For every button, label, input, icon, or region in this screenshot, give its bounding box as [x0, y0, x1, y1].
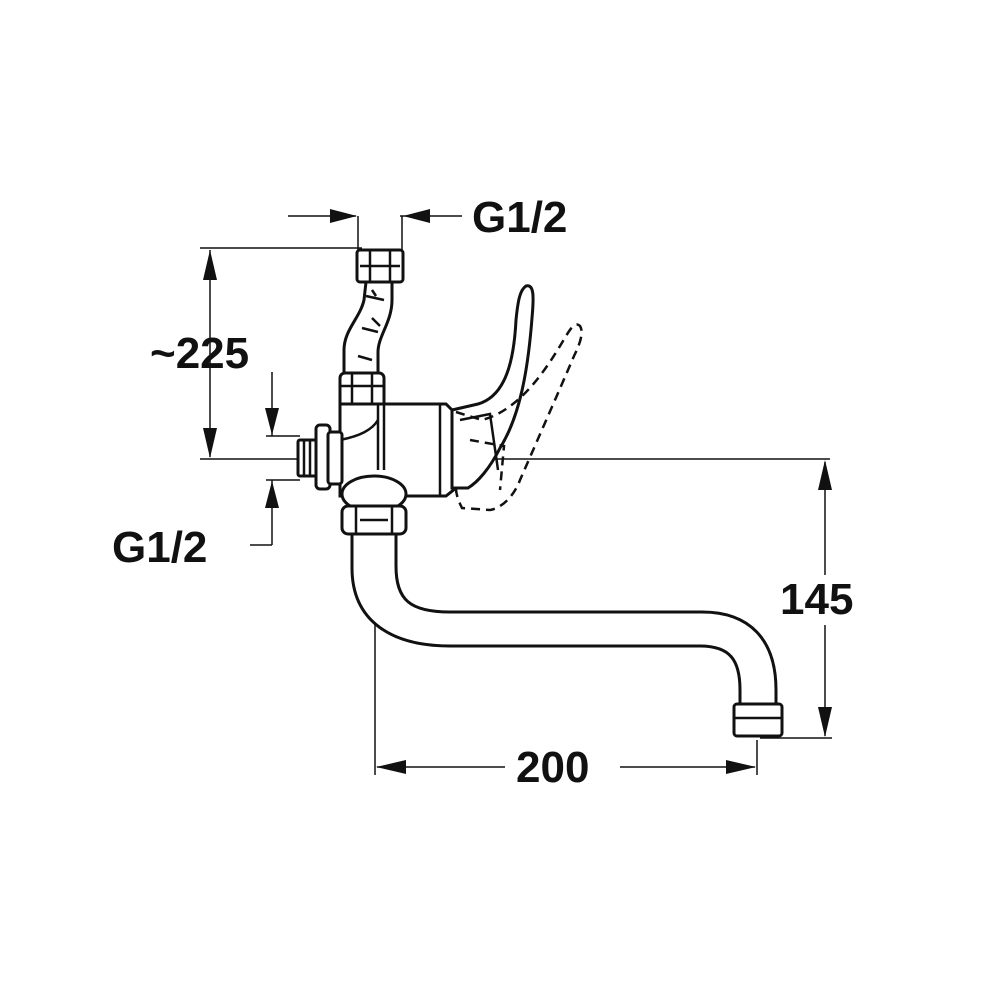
side-inlet-connector [296, 423, 344, 491]
faucet-outline [296, 248, 784, 738]
spout-reach-label: 200 [516, 743, 589, 792]
upper-union-nut [338, 371, 386, 409]
dimension-lines [200, 209, 832, 775]
spout-tube [350, 532, 778, 708]
aerator [732, 702, 784, 738]
side-connection-label: G1/2 [112, 523, 207, 572]
top-hex-nut [355, 248, 405, 284]
lever-handle [450, 284, 535, 490]
swivel-union-nut [340, 474, 408, 536]
flexible-hose [342, 280, 394, 377]
lever-handle-alternate [454, 323, 583, 512]
spout-height-label: 145 [780, 575, 853, 624]
height-label: ~225 [150, 329, 249, 378]
top-connection-label: G1/2 [472, 193, 567, 242]
